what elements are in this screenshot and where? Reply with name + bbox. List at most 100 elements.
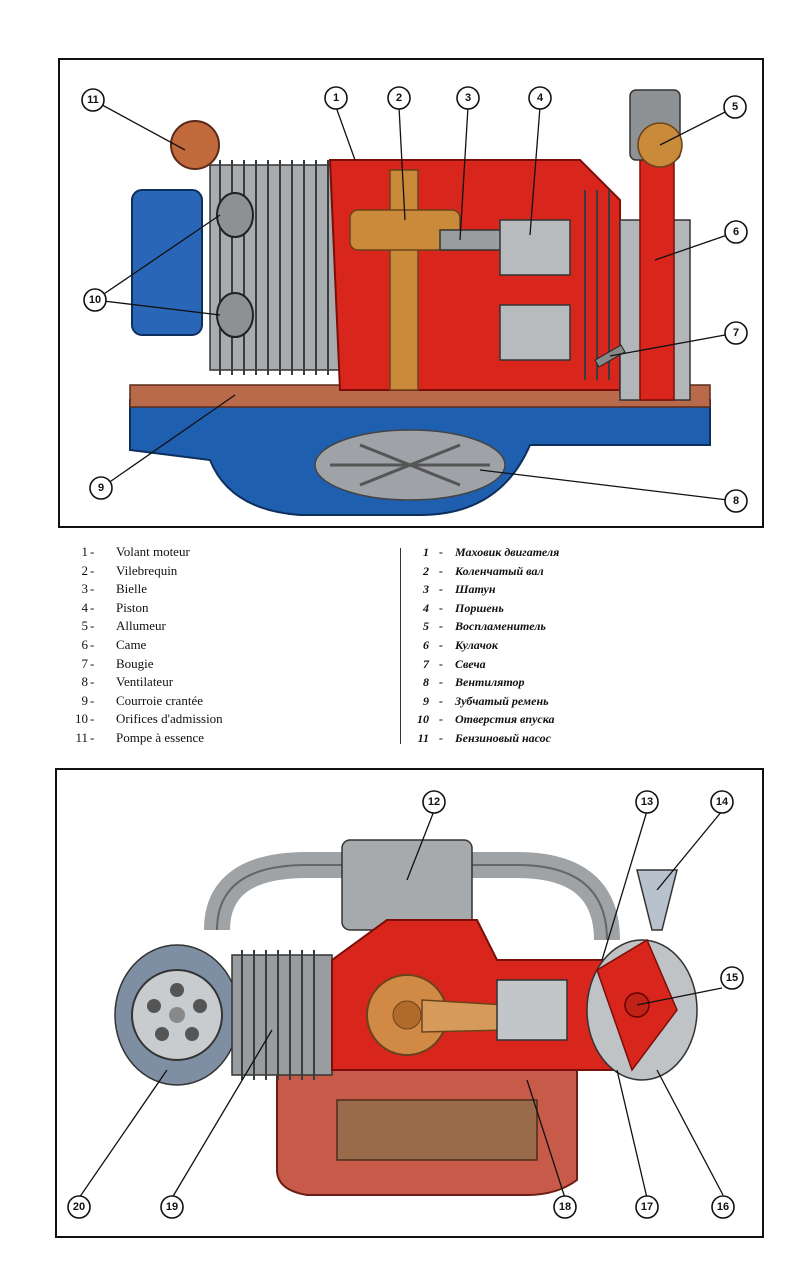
legend-fr-item-dash: - [90, 636, 95, 652]
callout-9-label: 9 [98, 482, 104, 494]
legend-ru-item-dash: - [439, 600, 443, 615]
callout-13-label: 13 [641, 796, 653, 808]
legend-ru-item-dash: - [439, 582, 443, 597]
callout-4: 4 [528, 86, 552, 110]
legend-fr-item-label: Orifices d'admission [116, 711, 223, 727]
legend-fr-item-label: Pompe à essence [116, 729, 205, 745]
legend-ru-item-number: 11 [417, 730, 429, 745]
legend-fr-item-dash: - [90, 581, 95, 597]
legend-ru-item-number: 2 [423, 563, 429, 578]
legend-ru-item-label: Маховик двигателя [455, 545, 560, 559]
legend-ru-item: 10-Отверстия впуска [407, 710, 559, 729]
callout-5-label: 5 [732, 101, 738, 113]
legend-ru-item-label: Вентилятор [455, 675, 525, 690]
engine-side-cutaway [129, 89, 711, 516]
legend-fr-item-dash: - [90, 562, 95, 578]
legend-fr-item: 10-Orifices d'admission [40, 710, 223, 729]
engine-top-cutaway [114, 839, 698, 1196]
callout-6-label: 6 [733, 226, 739, 238]
bottom-engine-figure: 12 13 14 15 16 17 18 19 20 [55, 768, 764, 1238]
legend-fr-item-label: Vilebrequin [116, 562, 178, 578]
legend-fr-item-label: Piston [116, 599, 149, 615]
legend-ru-item-number: 6 [423, 637, 429, 652]
legend-ru-item-label: Бензиновый насос [455, 730, 552, 745]
legend-ru-item-label: Зубчатый ремень [455, 693, 549, 708]
top-engine-figure: 11 1 2 3 4 5 6 7 8 9 10 [58, 58, 764, 528]
legend-ru-item-number: 7 [423, 656, 429, 671]
legend-fr-item: 6- Came [40, 636, 223, 655]
legend-fr-item-number: 7 [81, 655, 89, 671]
legend-ru-item-dash: - [439, 693, 443, 708]
bottom-callouts: 12 13 14 15 16 17 18 19 20 [67, 790, 744, 1219]
legend-ru-item-number: 9 [423, 693, 429, 708]
callout-12: 12 [422, 790, 446, 814]
legend-fr-item-label: Came [116, 636, 147, 652]
legend-ru-item-dash: - [439, 656, 443, 671]
legend-ru-item-dash: - [439, 563, 443, 578]
legend-fr-item-number: 3 [81, 581, 89, 597]
legend-fr-item-dash: - [90, 655, 95, 671]
legend-ru-item: 9-Зубчатый ремень [407, 692, 559, 711]
top-callouts: 11 1 2 3 4 5 6 7 8 9 10 [81, 86, 748, 513]
legend-fr-item-label: Bougie [116, 655, 154, 671]
callout-2: 2 [387, 86, 411, 110]
legend-ru-item-number: 3 [423, 582, 429, 597]
legend-fr-item: 3-Bielle [40, 580, 223, 599]
legend-ru-item-label: Шатун [455, 582, 496, 597]
legend-ru-item-number: 1 [423, 545, 429, 559]
legend-fr-item-number: 8 [81, 674, 89, 690]
callout-9: 9 [89, 476, 113, 500]
legend-fr-item-number: 6 [81, 636, 89, 652]
callout-10-label: 10 [89, 294, 101, 306]
callout-19-label: 19 [166, 1201, 178, 1213]
callout-14-label: 14 [716, 796, 729, 808]
legend-separator [400, 548, 401, 744]
legend-ru-item: 1-Маховик двигателя [407, 543, 559, 562]
callout-2-label: 2 [396, 92, 402, 104]
callout-16: 16 [711, 1195, 735, 1219]
legend-fr-item-number: 9 [81, 692, 89, 708]
legend-ru-item-dash: - [439, 730, 443, 745]
callout-20-label: 20 [73, 1201, 85, 1213]
callout-19: 19 [160, 1195, 184, 1219]
legend-fr-item-dash: - [90, 711, 95, 727]
callout-11-label: 11 [87, 94, 99, 106]
callout-13: 13 [635, 790, 659, 814]
legend-fr-item-label: Courroie crantée [116, 692, 203, 708]
legend-ru-item-dash: - [439, 619, 443, 634]
callout-1: 1 [324, 86, 348, 110]
callout-6: 6 [724, 220, 748, 244]
legend-fr-item: 7- Bougie [40, 655, 223, 674]
callout-7-label: 7 [733, 327, 739, 339]
legend-fr-item-label: Ventilateur [116, 674, 174, 690]
legend-ru-item-label: Коленчатый вал [455, 563, 544, 578]
legend-fr-item-label: Volant moteur [116, 544, 190, 559]
legend-fr-item: 4-Piston [40, 599, 223, 618]
legend-fr-item-dash: - [90, 618, 95, 634]
callout-8: 8 [724, 489, 748, 513]
callout-17: 17 [635, 1195, 659, 1219]
legend-fr-item-dash: - [90, 599, 95, 615]
legend-fr-item: 9- Courroie crantée [40, 692, 223, 711]
legend-ru-item: 5-Воспламенитель [407, 617, 559, 636]
legend-fr-item-dash: - [90, 544, 95, 559]
legend-ru-item-dash: - [439, 675, 443, 690]
callout-8-label: 8 [733, 495, 739, 507]
callout-18-label: 18 [559, 1201, 571, 1213]
legend-ru-item: 2-Коленчатый вал [407, 562, 559, 581]
legend-fr-item: 5-Allumeur [40, 617, 223, 636]
legend-ru-item-label: Кулачок [455, 637, 499, 652]
callout-18: 18 [553, 1195, 577, 1219]
legend-fr-item-number: 1 [81, 544, 89, 559]
legend-ru-item: 3-Шатун [407, 580, 559, 599]
legend-fr-item-label: Allumeur [116, 618, 166, 634]
callout-12-label: 12 [428, 796, 440, 808]
legend-fr-item-dash: - [90, 692, 95, 708]
legend-fr-item-dash: - [90, 729, 95, 745]
legend-ru-item-number: 10 [417, 712, 429, 727]
legend-ru-item-label: Свеча [455, 656, 486, 671]
callout-3-label: 3 [465, 92, 471, 104]
legend-fr-item-dash: - [90, 674, 95, 690]
legend-fr-item-number: 2 [81, 562, 89, 578]
